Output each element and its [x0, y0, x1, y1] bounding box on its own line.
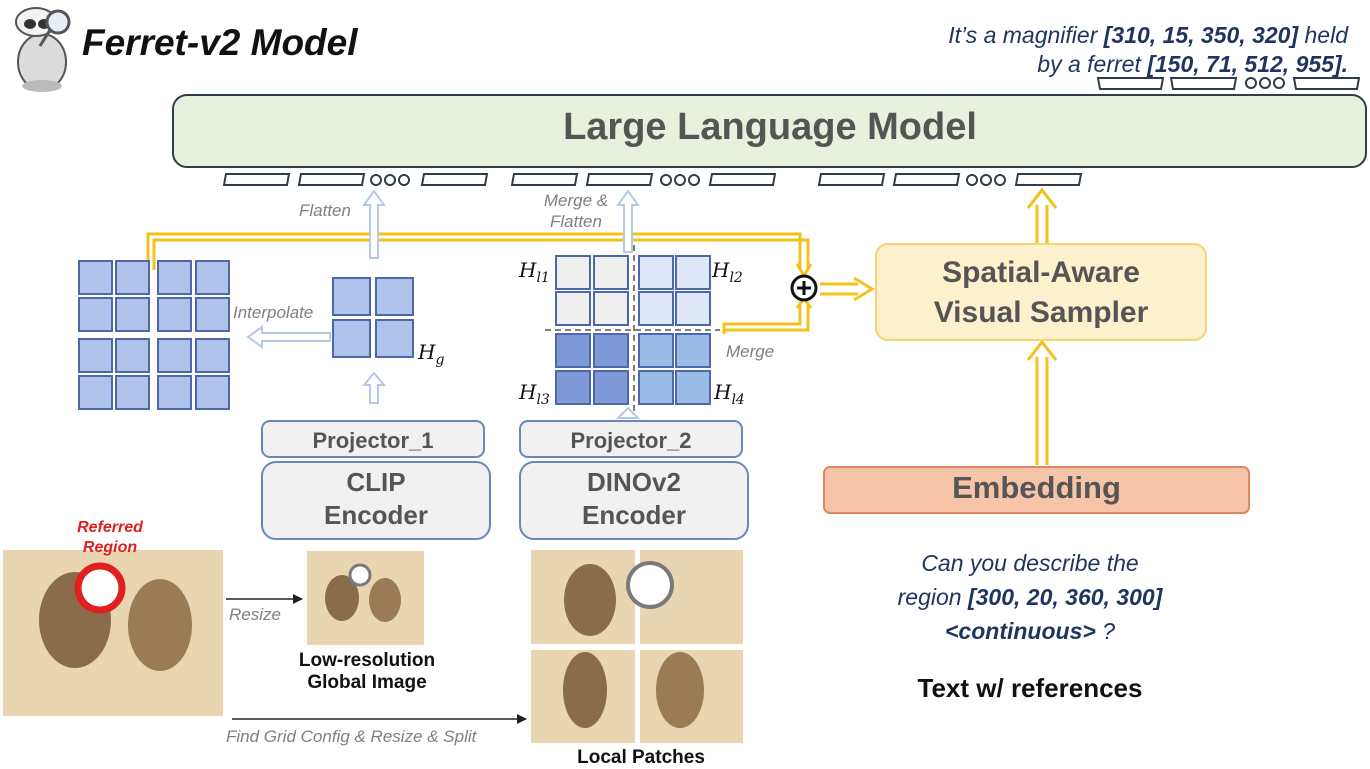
question-line2-prefix: region — [897, 584, 962, 610]
hl4-symbol: H — [714, 380, 732, 404]
hl4-subscript: l4 — [731, 392, 745, 408]
flatten-label: Flatten — [299, 201, 351, 220]
local-grid-dividers — [545, 245, 720, 412]
output-token-row — [1096, 77, 1361, 90]
local-feature-grid-hl1 — [555, 255, 629, 326]
merge-label: Merge — [726, 342, 775, 361]
merge-sum-icon — [790, 274, 818, 302]
hl3-subscript: l3 — [536, 392, 550, 408]
hl2-subscript: l2 — [729, 270, 743, 286]
low-res-caption: Low-resolution Global Image — [262, 650, 472, 694]
hl2-symbol: H — [712, 258, 730, 282]
question-line2: region [300, 20, 360, 300] — [880, 580, 1180, 614]
output-line1-prefix: It’s a magnifier — [948, 22, 1098, 48]
projector-1-label: Projector_1 — [312, 428, 434, 453]
hl3-symbol: H — [519, 380, 537, 404]
merge-flatten-label: Merge & Flatten — [531, 190, 621, 232]
dino-encoder-line1: DINOv2 — [587, 467, 681, 497]
embedding-label: Embedding — [952, 470, 1121, 505]
sampler-box — [875, 243, 1207, 341]
diagram-title: Ferret-v2 Model — [82, 22, 358, 63]
hl1-symbol: H — [519, 258, 537, 282]
hg-subscript: g — [435, 352, 445, 368]
text-with-references-label: Text w/ references — [917, 673, 1143, 703]
local-feature-grid-hl4 — [638, 333, 711, 405]
llm-label: Large Language Model — [563, 106, 977, 148]
sampler-label-line2: Visual Sampler — [933, 296, 1149, 329]
hl1-subscript: l1 — [536, 270, 550, 286]
resize-label: Resize — [229, 605, 281, 624]
interpolated-feature-grid — [78, 260, 230, 410]
hg-symbol: H — [418, 340, 436, 364]
hl1-label: Hl1 — [519, 258, 550, 286]
input-question: Can you describe the region [300, 20, 36… — [880, 546, 1180, 648]
clip-encoder-line2: Encoder — [323, 500, 429, 530]
dino-encoder-label: DINOv2 Encoder — [520, 466, 748, 532]
local-patches-caption: Local Patches — [577, 747, 705, 768]
black-arrows — [226, 594, 527, 724]
grid-config-label: Find Grid Config & Resize & Split — [226, 727, 477, 746]
gold-arrows — [146, 187, 1058, 465]
output-text-line2: by a ferret [150, 71, 512, 955]. — [1037, 51, 1348, 78]
clip-encoder-label: CLIP Encoder — [262, 466, 490, 532]
referred-line2: Region — [82, 539, 138, 556]
low-res-line2: Global Image — [307, 672, 427, 693]
sampler-label: Spatial-Aware Visual Sampler — [876, 253, 1206, 333]
referred-region-label: Referred Region — [58, 518, 162, 558]
clip-encoder-line1: CLIP — [346, 467, 406, 497]
llm-box — [172, 94, 1367, 168]
projector-2-label: Projector_2 — [570, 428, 692, 453]
local-feature-grid-hl3 — [555, 333, 629, 405]
question-line1: Can you describe the — [921, 550, 1139, 576]
question-line3-suffix: ? — [1102, 618, 1115, 644]
question-line3: <continuous> ? — [880, 614, 1180, 648]
sampler-label-line1: Spatial-Aware — [942, 256, 1140, 289]
interpolate-label: Interpolate — [233, 303, 314, 322]
input-token-row — [222, 173, 1083, 186]
question-continuous-token: <continuous> — [945, 618, 1096, 644]
local-feature-grid-hl2 — [638, 255, 711, 326]
global-feature-grid — [332, 277, 414, 358]
hl3-label: Hl3 — [519, 380, 550, 408]
image-placeholders — [3, 550, 743, 743]
output-line2-box: [150, 71, 512, 955]. — [1147, 51, 1348, 77]
output-line1-box: [310, 15, 350, 320] — [1103, 22, 1299, 48]
hl4-label: Hl4 — [714, 380, 745, 408]
merge-flatten-line1: Merge & — [543, 191, 609, 210]
light-blue-arrows — [246, 189, 641, 419]
referred-line1: Referred — [77, 519, 143, 536]
output-line1-suffix: held — [1304, 22, 1348, 48]
low-res-line1: Low-resolution — [298, 650, 436, 671]
embedding-box — [823, 466, 1250, 514]
output-text-line1: It’s a magnifier [310, 15, 350, 320] hel… — [948, 22, 1348, 49]
hl2-label: Hl2 — [712, 258, 743, 286]
encoder-boxes — [261, 420, 749, 540]
merge-flatten-line2: Flatten — [550, 212, 602, 231]
output-line2-prefix: by a ferret — [1037, 51, 1141, 77]
question-line2-box: [300, 20, 360, 300] — [967, 584, 1163, 610]
dino-encoder-line2: Encoder — [581, 500, 687, 530]
ferret-mascot-icon — [15, 7, 71, 92]
hg-label: Hg — [418, 340, 444, 368]
